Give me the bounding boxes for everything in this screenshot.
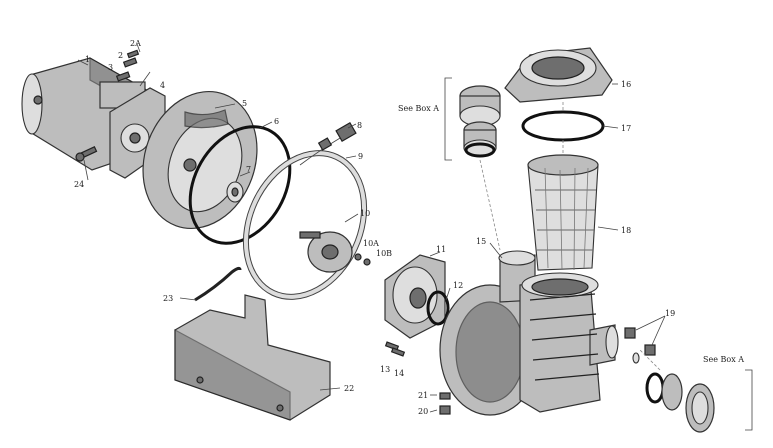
- diffuser: [384, 254, 446, 339]
- label-13: 13: [380, 365, 390, 374]
- label-10a: 10A: [363, 239, 379, 248]
- label-17: 17: [621, 124, 631, 133]
- label-1: 1: [85, 55, 90, 64]
- label-24: 24: [74, 180, 84, 189]
- clip-23: [194, 266, 242, 302]
- label-7: 7: [246, 165, 251, 174]
- screws-13-14: [384, 341, 406, 357]
- strainer-basket: [527, 154, 599, 271]
- o-ring-6: [188, 125, 292, 245]
- label-14: 14: [394, 369, 404, 378]
- diffuser-ring: [242, 150, 368, 300]
- strainer-cover: [504, 47, 613, 103]
- label-18: 18: [621, 226, 631, 235]
- union-box-bottom: [645, 369, 753, 433]
- label-16: 16: [621, 80, 631, 89]
- leader-lines: [77, 43, 666, 413]
- label-11: 11: [436, 245, 446, 254]
- o-ring-12: [426, 290, 450, 326]
- screws-2-3: [115, 49, 140, 82]
- label-21: 21: [418, 391, 428, 400]
- label-8: 8: [357, 121, 362, 130]
- label-22: 22: [344, 384, 354, 393]
- wire-harness: [299, 121, 357, 166]
- label-20: 20: [418, 407, 428, 416]
- motor-base: [174, 294, 331, 421]
- o-ring-17: [521, 110, 605, 142]
- bolt-24: [75, 146, 98, 162]
- label-23: 23: [163, 294, 173, 303]
- label-see-box-a-top: See Box A: [398, 104, 439, 113]
- label-4: 4: [160, 81, 165, 90]
- label-3: 3: [108, 63, 113, 72]
- union-box-top: [444, 77, 501, 161]
- label-2a: 2A: [130, 39, 141, 48]
- label-6: 6: [274, 117, 279, 126]
- label-15: 15: [476, 237, 486, 246]
- mechanical-seal: [226, 181, 244, 203]
- washer-10a: [354, 253, 362, 261]
- label-10: 10: [360, 209, 370, 218]
- label-5: 5: [242, 99, 247, 108]
- drain-plugs: [439, 392, 451, 415]
- label-10b: 10B: [376, 249, 392, 258]
- pump-housing: [439, 250, 619, 416]
- label-9: 9: [358, 152, 363, 161]
- label-12: 12: [453, 281, 463, 290]
- label-see-box-a-bottom: See Box A: [703, 355, 744, 364]
- impeller: [299, 231, 353, 273]
- part-labels: 1 2 2A 3 4 5 6 7 8 9 10 10A 10B 11 12 13…: [74, 39, 744, 416]
- label-19: 19: [665, 309, 675, 318]
- screw-10b: [363, 258, 371, 266]
- plugs-19: [624, 327, 656, 364]
- label-2: 2: [118, 51, 123, 60]
